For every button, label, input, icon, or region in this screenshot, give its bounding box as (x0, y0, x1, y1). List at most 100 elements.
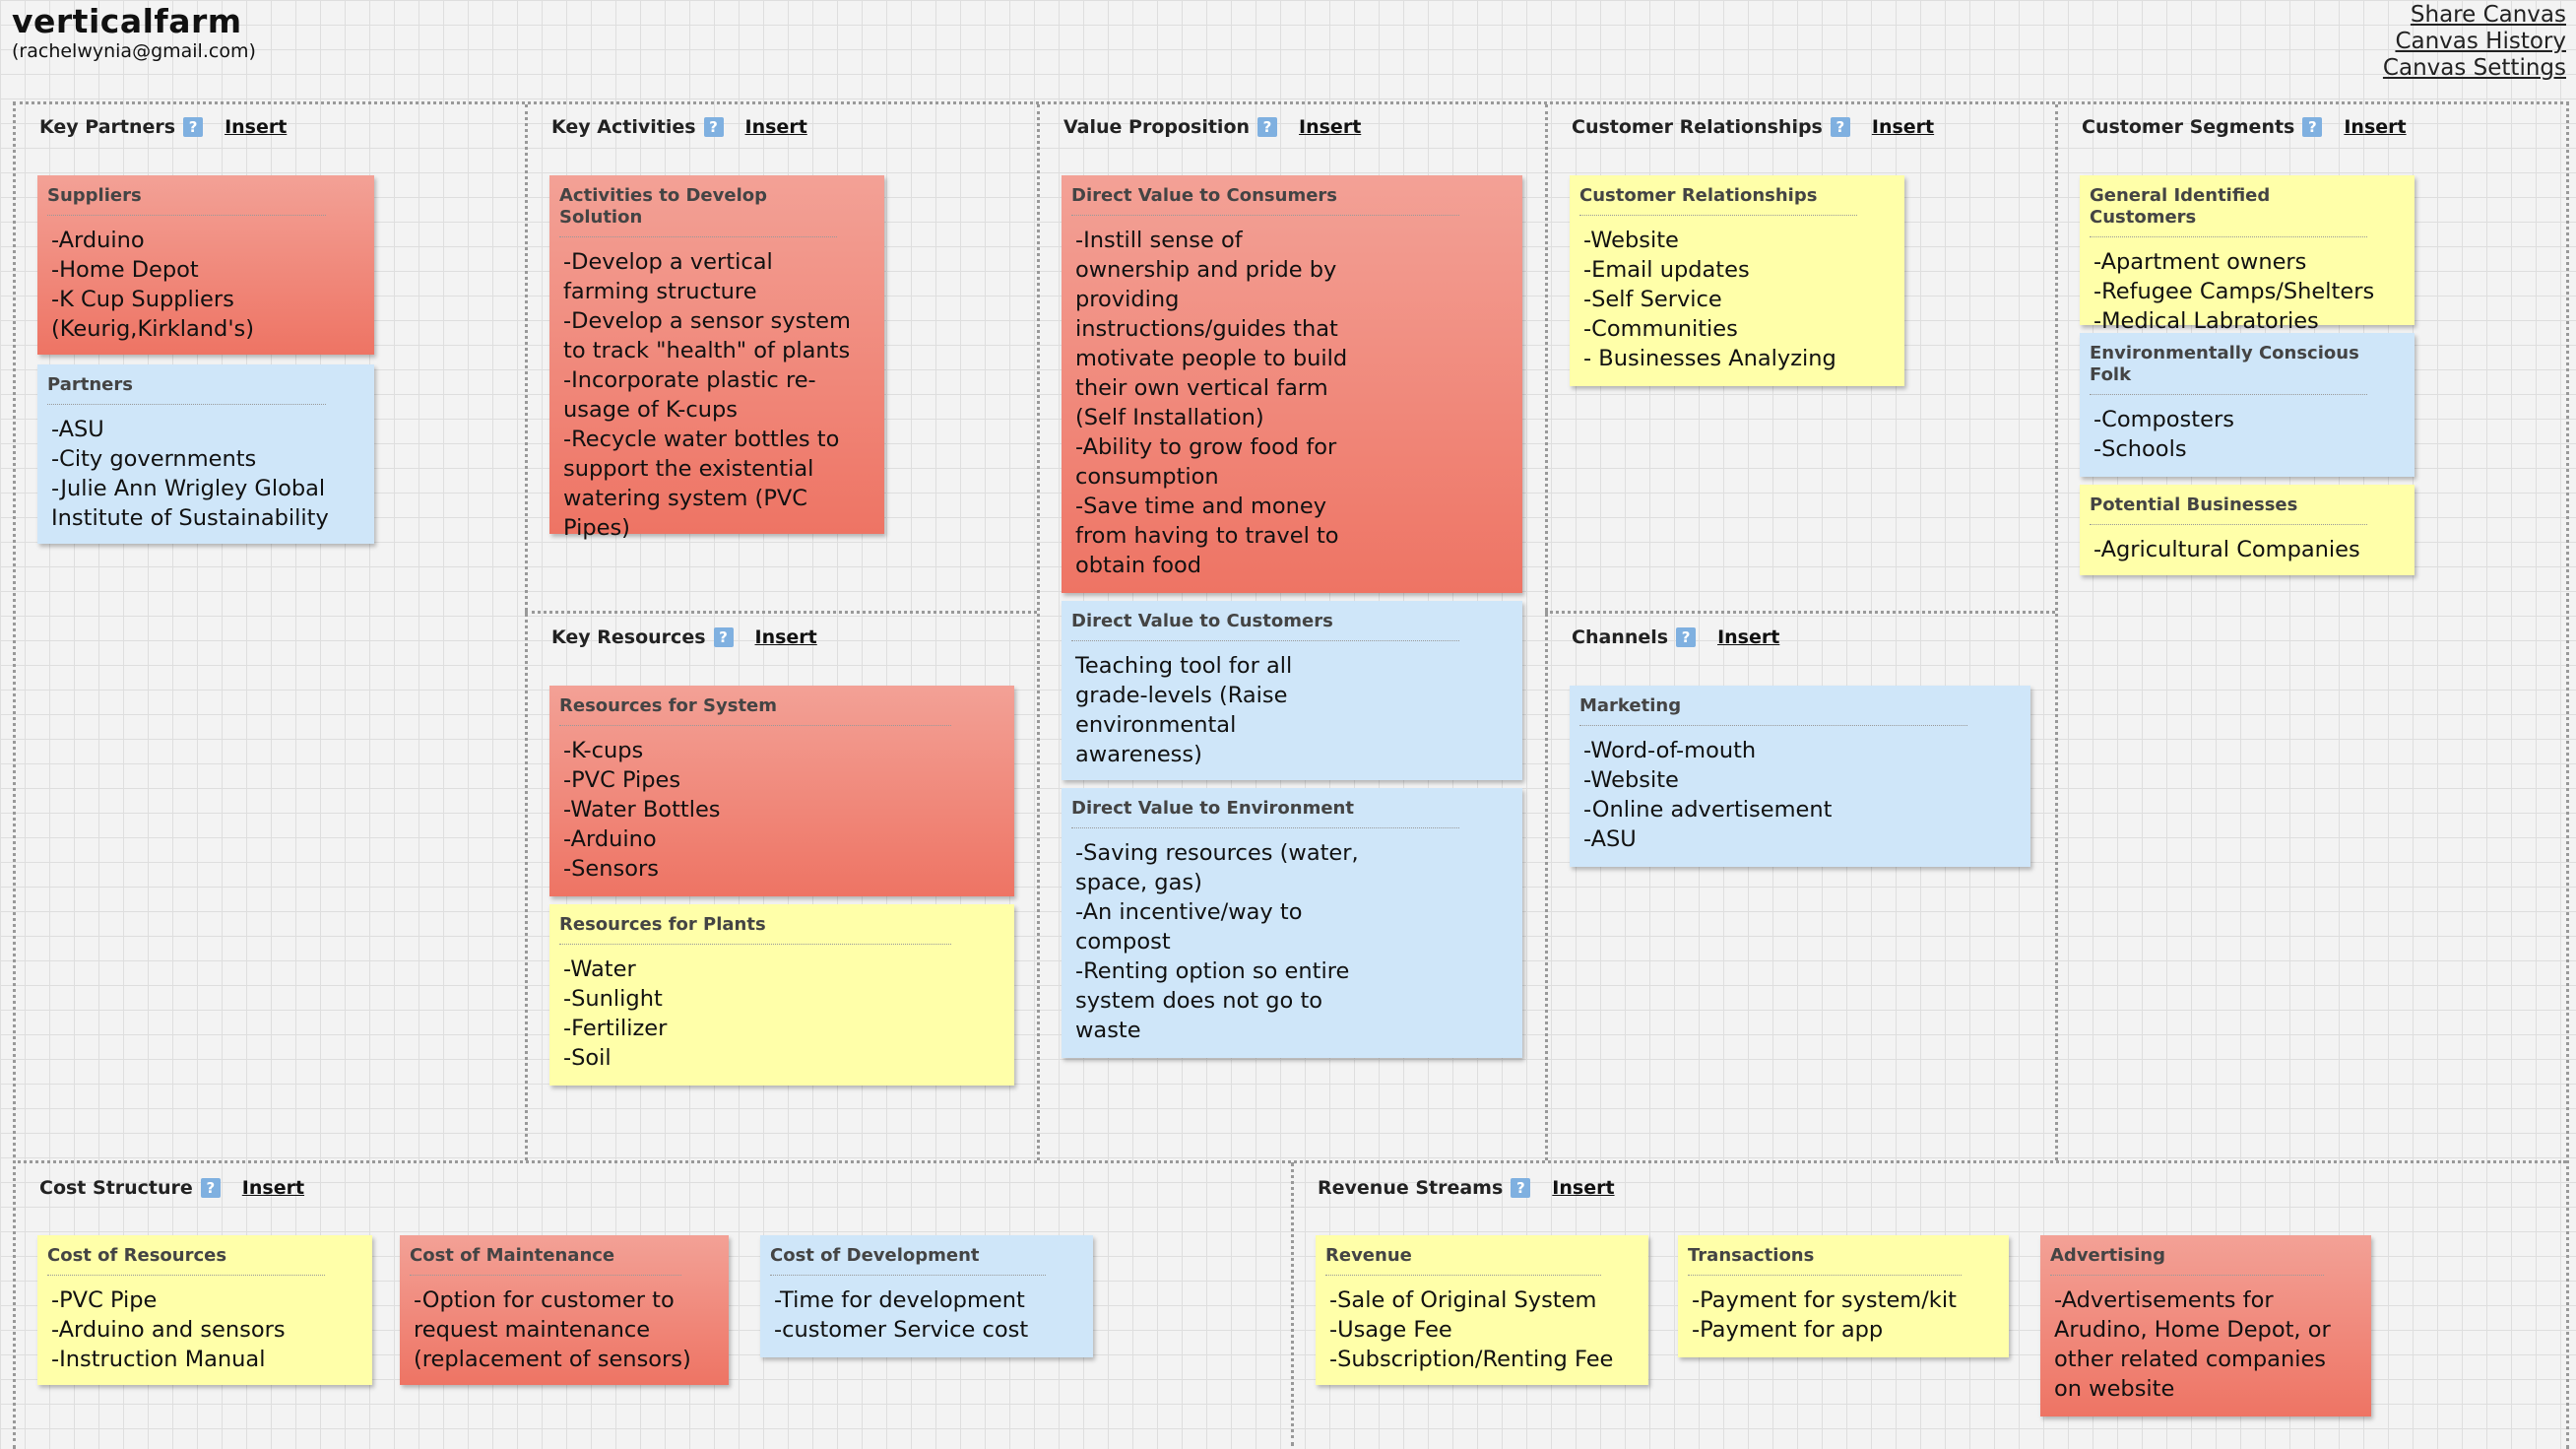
section-value-proposition: Value Proposition ? Insert (1063, 116, 1361, 138)
note-title: General Identified Customers (2090, 185, 2367, 237)
insert-link[interactable]: Insert (1299, 116, 1362, 138)
note-title: Direct Value to Environment (1071, 798, 1460, 828)
help-icon[interactable]: ? (1676, 627, 1697, 647)
help-icon[interactable]: ? (183, 117, 204, 137)
section-title: Cost Structure (39, 1177, 193, 1199)
note-body: -Arduino -Home Depot -K Cup Suppliers (K… (51, 228, 255, 342)
sticky-note-value-customers[interactable]: Direct Value to Customers Teaching tool … (1062, 601, 1522, 780)
note-body: -Saving resources (water, space, gas) -A… (1075, 840, 1359, 1043)
note-title: Environmentally Conscious Folk (2090, 343, 2367, 395)
divider (1037, 104, 1040, 1160)
sticky-note-revenue[interactable]: Revenue -Sale of Original System -Usage … (1316, 1235, 1648, 1385)
sticky-note-suppliers[interactable]: Suppliers -Arduino -Home Depot -K Cup Su… (37, 175, 374, 355)
help-icon[interactable]: ? (1511, 1178, 1531, 1198)
note-title: Customer Relationships (1579, 185, 1857, 216)
sticky-note-transactions[interactable]: Transactions -Payment for system/kit -Pa… (1678, 1235, 2009, 1357)
note-body: -Composters -Schools (2093, 407, 2234, 462)
sticky-note-activities[interactable]: Activities to Develop Solution -Develop … (549, 175, 884, 541)
note-title: Suppliers (47, 185, 327, 216)
help-icon[interactable]: ? (703, 117, 724, 137)
note-body: -Apartment owners -Refugee Camps/Shelter… (2093, 249, 2375, 334)
canvas-header: verticalfarm (rachelwynia@gmail.com) (12, 0, 256, 62)
insert-link[interactable]: Insert (241, 1177, 305, 1199)
canvas-settings-link[interactable]: Canvas Settings (2382, 55, 2566, 81)
note-body: -K-cups -PVC Pipes -Water Bottles -Ardui… (563, 738, 721, 882)
note-body: -Develop a vertical farming structure -D… (563, 249, 851, 541)
section-customer-relationships: Customer Relationships ? Insert (1572, 116, 1934, 138)
note-title: Revenue (1325, 1245, 1601, 1276)
insert-link[interactable]: Insert (2344, 116, 2407, 138)
sticky-note-value-consumers[interactable]: Direct Value to Consumers -Instill sense… (1062, 175, 1522, 593)
help-icon[interactable]: ? (2302, 117, 2323, 137)
section-revenue-streams: Revenue Streams ? Insert (1318, 1177, 1615, 1199)
section-title: Revenue Streams (1318, 1177, 1504, 1199)
insert-link[interactable]: Insert (744, 116, 807, 138)
share-canvas-link[interactable]: Share Canvas (2410, 2, 2566, 28)
canvas-history-link[interactable]: Canvas History (2395, 29, 2566, 54)
divider (1545, 104, 1548, 1160)
sticky-note-eco-folk[interactable]: Environmentally Conscious Folk -Composte… (2080, 333, 2415, 477)
sticky-note-resources-plants[interactable]: Resources for Plants -Water -Sunlight -F… (549, 904, 1014, 1086)
note-body: -Word-of-mouth -Website -Online advertis… (1583, 738, 1833, 852)
section-key-resources: Key Resources ? Insert (551, 626, 817, 648)
help-icon[interactable]: ? (1257, 117, 1278, 137)
note-body: -Sale of Original System -Usage Fee -Sub… (1329, 1287, 1614, 1372)
help-icon[interactable]: ? (1830, 117, 1850, 137)
divider (525, 104, 528, 1160)
insert-link[interactable]: Insert (1717, 626, 1780, 648)
note-title: Cost of Maintenance (410, 1245, 682, 1276)
section-key-activities: Key Activities ? Insert (551, 116, 807, 138)
help-icon[interactable]: ? (200, 1178, 221, 1198)
note-body: -ASU -City governments -Julie Ann Wrigle… (51, 417, 329, 531)
note-body: -PVC Pipe -Arduino and sensors -Instruct… (51, 1287, 286, 1372)
sticky-note-advertising[interactable]: Advertising -Advertisements for Arudino,… (2040, 1235, 2371, 1416)
section-title: Key Activities (551, 116, 696, 138)
section-customer-segments: Customer Segments ? Insert (2082, 116, 2407, 138)
sticky-note-resources-system[interactable]: Resources for System -K-cups -PVC Pipes … (549, 686, 1014, 896)
section-title: Customer Relationships (1572, 116, 1823, 138)
note-title: Partners (47, 374, 327, 405)
section-channels: Channels ? Insert (1572, 626, 1779, 648)
help-icon[interactable]: ? (713, 627, 734, 647)
section-title: Channels (1572, 626, 1669, 648)
insert-link[interactable]: Insert (1552, 1177, 1615, 1199)
note-title: Cost of Resources (47, 1245, 325, 1276)
canvas-title: verticalfarm (12, 2, 242, 40)
insert-link[interactable]: Insert (754, 626, 817, 648)
divider (2055, 104, 2058, 1160)
note-title: Direct Value to Customers (1071, 611, 1460, 641)
sticky-note-marketing[interactable]: Marketing -Word-of-mouth -Website -Onlin… (1570, 686, 2030, 867)
note-title: Activities to Develop Solution (559, 185, 837, 237)
insert-link[interactable]: Insert (1871, 116, 1935, 138)
section-key-partners: Key Partners ? Insert (39, 116, 287, 138)
divider (525, 611, 1037, 614)
note-body: -Agricultural Companies (2093, 537, 2360, 562)
note-title: Transactions (1688, 1245, 1963, 1276)
section-cost-structure: Cost Structure ? Insert (39, 1177, 304, 1199)
sticky-note-cost-resources[interactable]: Cost of Resources -PVC Pipe -Arduino and… (37, 1235, 372, 1385)
note-body: -Option for customer to request maintena… (414, 1287, 691, 1372)
note-body: -Advertisements for Arudino, Home Depot,… (2054, 1287, 2331, 1402)
sticky-note-partners[interactable]: Partners -ASU -City governments -Julie A… (37, 364, 374, 544)
sticky-note-general-customers[interactable]: General Identified Customers -Apartment … (2080, 175, 2415, 334)
sticky-note-cost-development[interactable]: Cost of Development -Time for developmen… (760, 1235, 1093, 1357)
sticky-note-potential-businesses[interactable]: Potential Businesses -Agricultural Compa… (2080, 485, 2415, 575)
note-title: Resources for System (559, 695, 951, 726)
sticky-note-customer-relationships[interactable]: Customer Relationships -Website -Email u… (1570, 175, 1904, 386)
note-body: -Payment for system/kit -Payment for app (1692, 1287, 1957, 1343)
sticky-note-cost-maintenance[interactable]: Cost of Maintenance -Option for customer… (400, 1235, 729, 1385)
note-title: Direct Value to Consumers (1071, 185, 1460, 216)
note-title: Potential Businesses (2090, 494, 2367, 525)
section-title: Customer Segments (2082, 116, 2295, 138)
note-title: Marketing (1579, 695, 1968, 726)
divider (13, 1160, 2566, 1163)
divider (1291, 1162, 1294, 1446)
insert-link[interactable]: Insert (225, 116, 288, 138)
business-model-canvas (13, 101, 2569, 1449)
note-title: Cost of Development (770, 1245, 1046, 1276)
note-body: -Instill sense of ownership and pride by… (1075, 228, 1348, 578)
section-title: Key Resources (551, 626, 706, 648)
sticky-note-value-environment[interactable]: Direct Value to Environment -Saving reso… (1062, 788, 1522, 1058)
note-body: -Water -Sunlight -Fertilizer -Soil (563, 956, 668, 1071)
divider (1545, 611, 2055, 614)
